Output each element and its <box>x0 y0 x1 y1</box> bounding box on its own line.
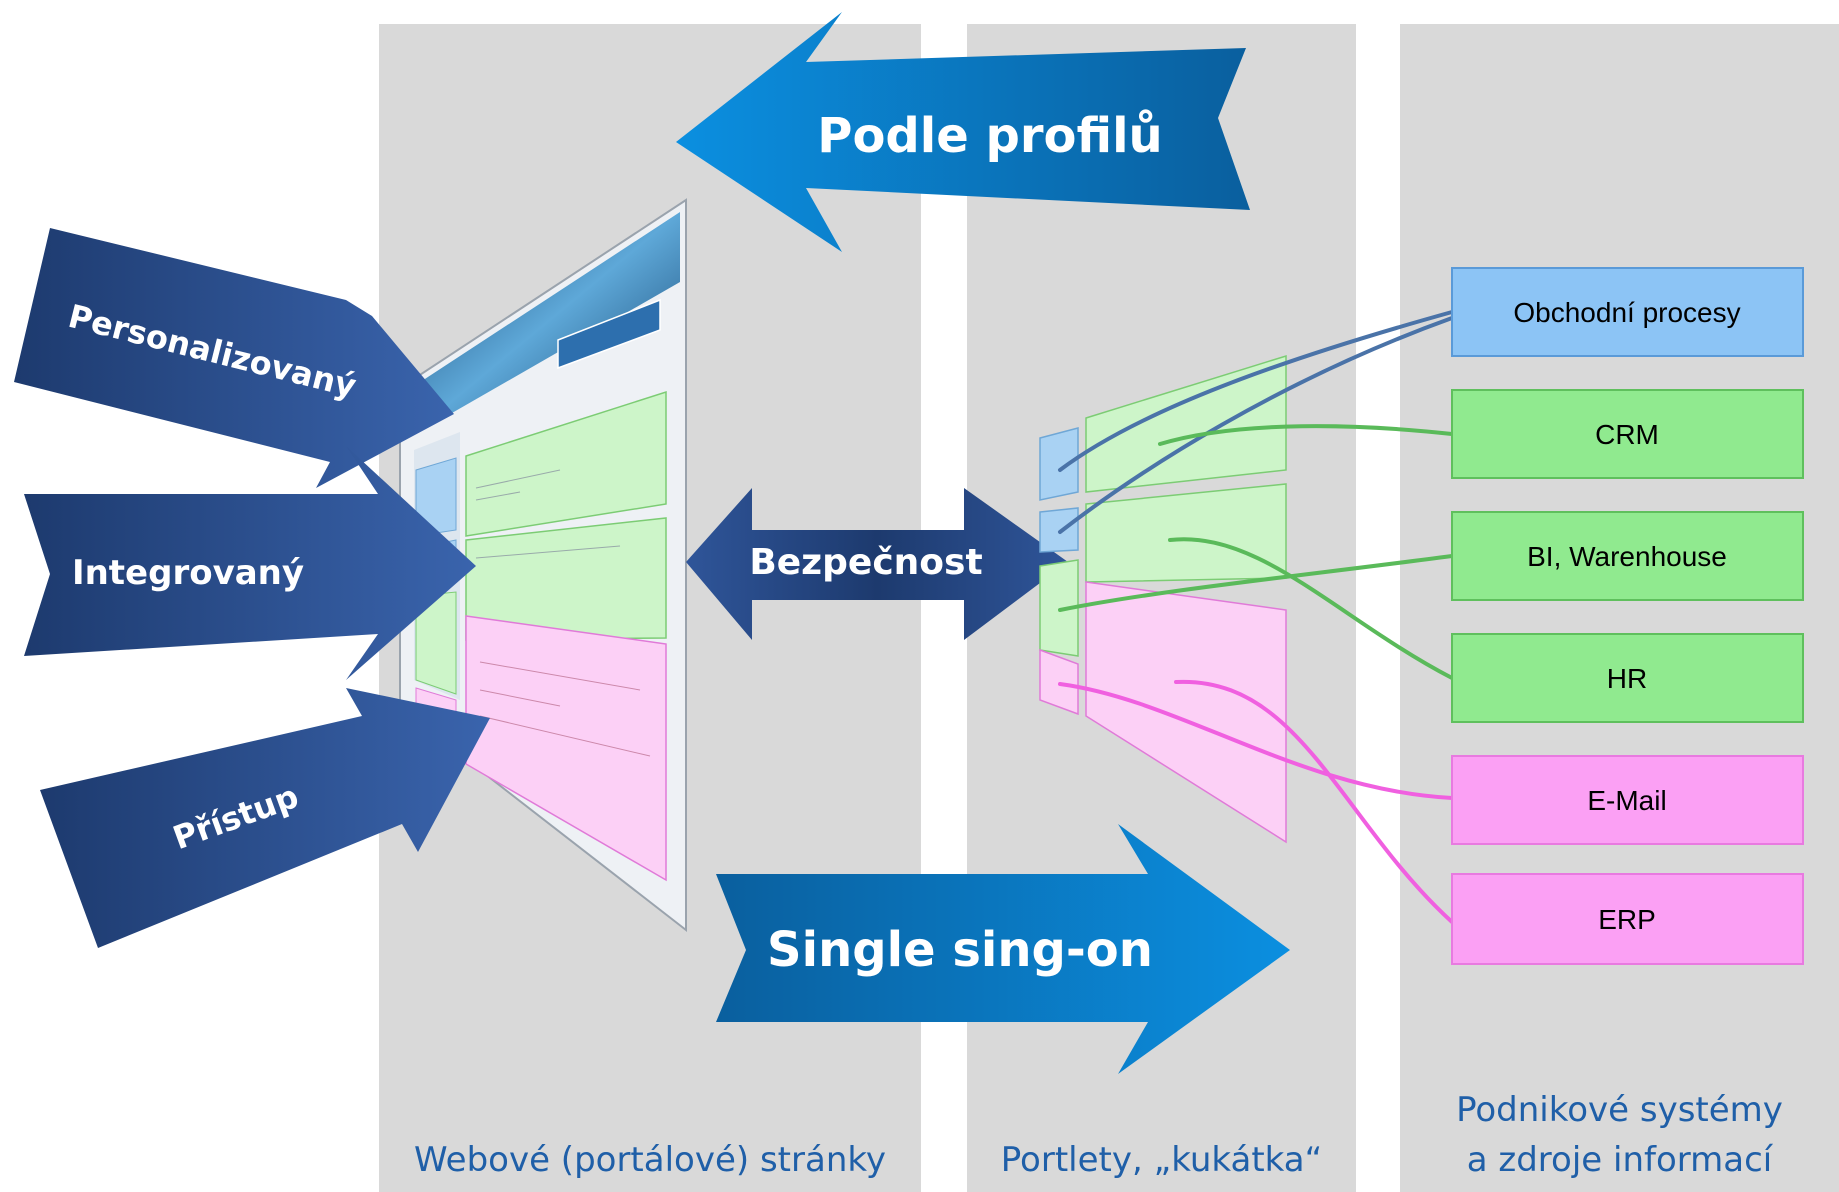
page-portlet-green-2 <box>465 517 667 641</box>
portlet-small-blue-2 <box>1039 507 1079 553</box>
line-pink-erp <box>1174 679 1454 924</box>
arrow-label-bottom: Single sing-on <box>767 922 1153 978</box>
arrow-single-sign-on: Single sing-on <box>716 824 1290 1074</box>
portlet-panels <box>1039 354 1287 844</box>
arrow-podle-profilu: Podle profilů <box>676 12 1250 252</box>
system-label: ERP <box>1598 904 1656 935</box>
line-pink-email <box>1058 682 1454 800</box>
caption-portlets: Portlety, „kukátka“ <box>1000 1140 1323 1180</box>
system-label: Obchodní procesy <box>1513 297 1740 328</box>
arrow-label-top: Podle profilů <box>817 108 1162 164</box>
arrow-bezpecnost: Bezpečnost <box>686 488 1068 640</box>
system-label: E-Mail <box>1587 785 1666 816</box>
system-box-email: E-Mail <box>1451 755 1804 845</box>
portlet-large-pink <box>1085 581 1287 844</box>
caption-systems-line1: Podnikové systémy <box>1456 1090 1783 1130</box>
line-blue-1 <box>1058 310 1454 472</box>
arrow-personalizovany: Personalizovaný <box>14 228 454 488</box>
portlet-small-green <box>1039 559 1079 657</box>
column-enterprise-systems <box>1400 24 1839 1192</box>
line-blue-2 <box>1058 316 1454 534</box>
system-box-erp: ERP <box>1451 873 1804 965</box>
arrow-pristup: Přístup <box>40 688 490 948</box>
browser-window <box>399 198 687 933</box>
connection-lines <box>1058 310 1454 924</box>
portlet-large-green-1 <box>1085 354 1287 493</box>
system-label: BI, Warenhouse <box>1527 541 1727 572</box>
system-label: HR <box>1607 663 1647 694</box>
line-green-crm <box>1158 424 1454 446</box>
system-box-hr: HR <box>1451 633 1804 723</box>
line-green-hr <box>1168 537 1454 680</box>
arrow-label-left-2: Integrovaný <box>72 553 304 593</box>
portlet-small-pink <box>1039 648 1079 716</box>
system-box-crm: CRM <box>1451 389 1804 479</box>
system-label: CRM <box>1595 419 1659 450</box>
caption-web-pages: Webové (portálové) stránky <box>414 1140 886 1180</box>
line-green-bi <box>1058 554 1454 612</box>
arrow-label-middle: Bezpečnost <box>749 542 982 583</box>
page-portlet-green-1 <box>465 390 667 537</box>
system-box-bi-warenhouse: BI, Warenhouse <box>1451 511 1804 601</box>
caption-systems-line2: a zdroje informací <box>1466 1140 1773 1180</box>
arrow-integrovany: Integrovaný <box>24 446 476 680</box>
system-box-obchodni-procesy: Obchodní procesy <box>1451 267 1804 357</box>
portlet-small-blue-1 <box>1039 427 1079 501</box>
